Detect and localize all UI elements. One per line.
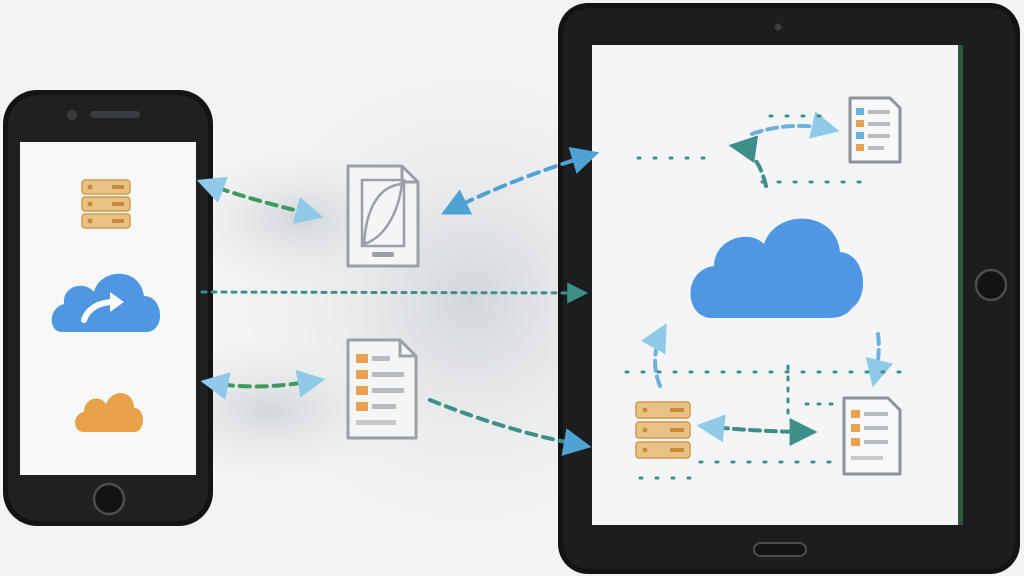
tablet-document-icon [346, 164, 420, 268]
cloud-upload-icon [51, 273, 161, 332]
arrow-tablet-curve-up [728, 135, 768, 188]
arrow-document-to-tablet [428, 398, 592, 456]
arrow-doc-to-tablet [440, 146, 600, 215]
arrow-phone-to-tablet-doc [196, 176, 324, 224]
document-list-icon [346, 338, 418, 440]
arrow-cloud-to-document [865, 332, 894, 388]
server-stack-icon [635, 401, 691, 459]
connectors [196, 111, 902, 480]
phone-front-camera [67, 110, 77, 120]
cloud-icon [75, 393, 143, 432]
server-stack-icon [81, 179, 131, 229]
arrow-server-to-cloud [640, 323, 667, 388]
cloud-icon [690, 218, 864, 318]
tablet-screen-edge [958, 45, 963, 525]
arrow-phone-to-tablet-straight [200, 282, 589, 304]
document-list-icon [848, 96, 902, 164]
tablet-front-camera [774, 23, 782, 31]
phone-home-button[interactable] [92, 482, 126, 516]
document-list-icon [842, 396, 902, 476]
tablet-side-button[interactable] [974, 268, 1008, 302]
arrow-server-to-document [696, 414, 818, 446]
arrow-phone-to-document [200, 369, 326, 400]
tablet-home-button[interactable] [753, 542, 807, 557]
arrow-tablet-to-top-doc [750, 111, 840, 139]
phone-speaker [90, 111, 140, 118]
